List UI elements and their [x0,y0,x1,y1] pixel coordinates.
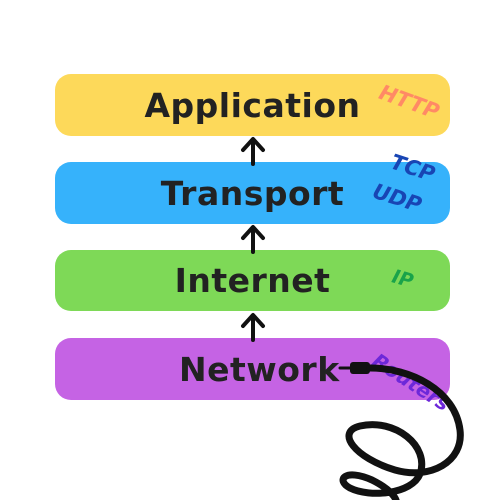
application-layer-label: Application [144,85,361,125]
arrow-internet-to-transport [241,225,265,254]
transport-layer: Transport [55,162,450,224]
internet-layer-label: Internet [174,261,331,300]
internet-layer: Internet [55,250,450,311]
network-cable [338,362,464,500]
application-layer: Application [55,74,450,136]
transport-layer-label: Transport [160,173,345,213]
network-layer-label: Network [179,349,340,389]
arrow-network-to-internet [241,313,265,342]
arrow-transport-to-application [241,137,265,166]
